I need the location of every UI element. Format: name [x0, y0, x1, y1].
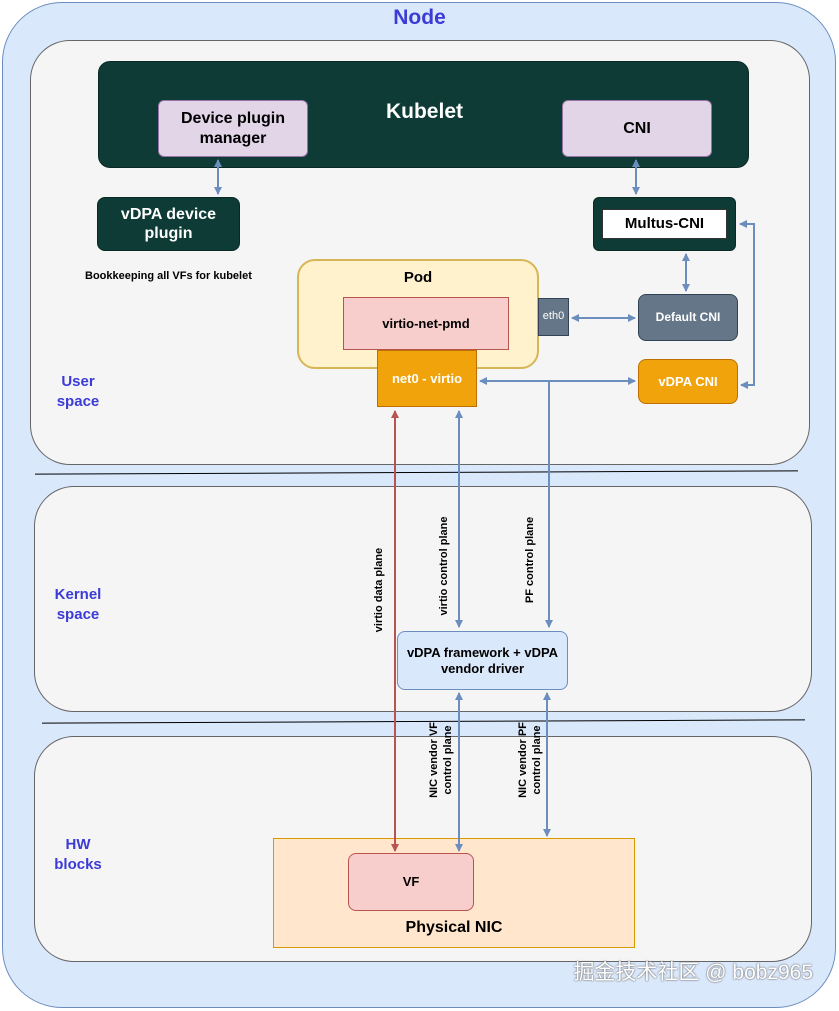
virtio-control-plane-label: virtio control plane	[438, 516, 450, 616]
hw-blocks-label: HW blocks	[54, 836, 102, 873]
physical-nic-label: Physical NIC	[405, 919, 503, 936]
pf-control-plane-label: PF control plane	[524, 516, 536, 604]
edge-multus-to-vdpa-cni	[739, 220, 755, 389]
eth0-box[interactable]: eth0	[538, 298, 569, 336]
node-title: Node	[393, 6, 446, 29]
net0-virtio-box[interactable]: net0 - virtio	[377, 350, 477, 407]
nic-vendor-pf-control-plane-label: NIC vendor PF control plane	[517, 722, 543, 798]
cni-box[interactable]: CNI	[562, 100, 712, 157]
default-cni-box[interactable]: Default CNI	[638, 294, 738, 341]
vdpa-framework-box[interactable]: vDPA framework + vDPA vendor driver	[397, 631, 568, 690]
multus-cni-label: Multus-CNI	[602, 209, 727, 239]
bookkeeping-note: Bookkeeping all VFs for kubelet	[85, 270, 252, 282]
user-space-label: User space	[56, 373, 100, 410]
multus-cni-container[interactable]: Multus-CNI	[593, 197, 736, 251]
nic-vendor-vf-control-plane-label: NIC vendor VF control plane	[428, 722, 454, 798]
device-plugin-manager-box[interactable]: Device plugin manager	[158, 100, 308, 157]
watermark-text: 掘金技术社区 @ bobz965	[573, 961, 813, 984]
virtio-net-pmd-box[interactable]: virtio-net-pmd	[343, 297, 509, 350]
pod-title: Pod	[403, 269, 433, 286]
kubelet-title: Kubelet	[385, 100, 463, 123]
vdpa-cni-box[interactable]: vDPA CNI	[638, 359, 738, 404]
virtio-data-plane-label: virtio data plane	[373, 547, 385, 633]
vf-box[interactable]: VF	[348, 853, 474, 911]
kernel-space-label: Kernel space	[54, 586, 102, 623]
vdpa-device-plugin-box[interactable]: vDPA device plugin	[97, 197, 240, 251]
